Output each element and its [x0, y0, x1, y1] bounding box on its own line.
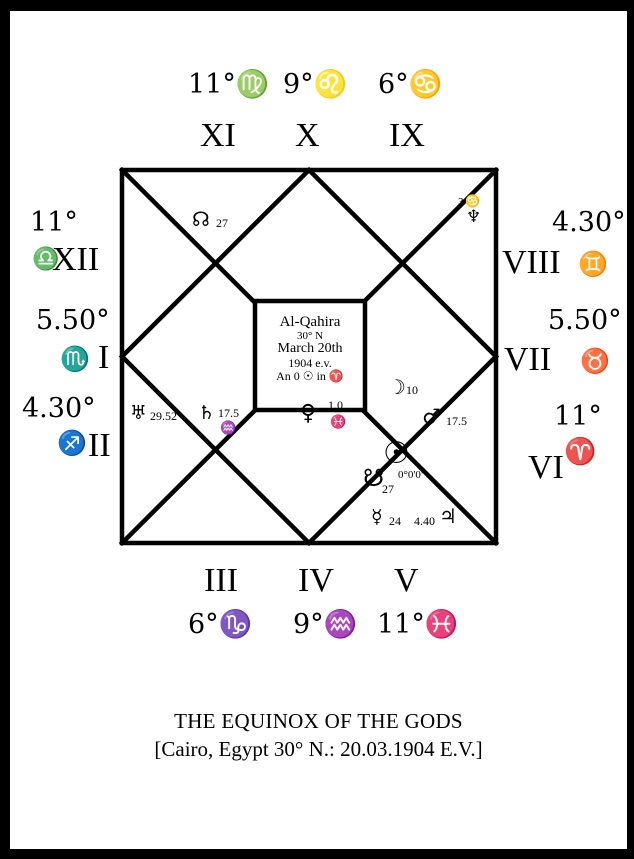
libra-icon: ♎ [32, 247, 60, 272]
house-xi: XI [200, 117, 236, 154]
center-location: Al-Qahira [279, 314, 341, 330]
taurus-icon: ♉ [580, 347, 610, 375]
inner-diamond [118, 166, 500, 547]
venus-icon: ♀ [300, 401, 317, 426]
cusp-x: 9°♌ [283, 69, 348, 100]
caption-title: THE EQUINOX OF THE GODS [174, 709, 463, 733]
cusp-ii-degree: 4.30° [22, 393, 96, 424]
caption-subtitle: [Cairo, Egypt 30° N.: 20.03.1904 E.V.] [154, 737, 483, 761]
moon-degree: 10 [406, 383, 418, 397]
jupiter-icon: ♃ [439, 504, 457, 528]
venus-degree: 1.0 [328, 398, 343, 412]
cusp-i-degree: 5.50° [36, 305, 110, 336]
house-i: I [98, 339, 110, 376]
saturn-degree: 17.5 [218, 406, 239, 420]
house-v: V [394, 562, 419, 599]
pisces-icon: ♓ [330, 414, 347, 429]
house-vii: VII [504, 341, 552, 378]
center-date: March 20th [277, 341, 343, 357]
center-sun-ingress: An 0 ☉ in ♈ [276, 368, 344, 383]
house-vi: VI [528, 449, 564, 486]
house-ix: IX [389, 117, 425, 154]
aries-icon: ♈ [564, 437, 597, 467]
cusp-v: 11°♓ [377, 609, 459, 640]
uranus-icon: ♅ [130, 402, 148, 424]
sun-degree: 0°0'0" [398, 469, 426, 481]
sagittarius-icon: ♐ [57, 429, 87, 457]
center-box-frame [252, 298, 368, 413]
north-node-degree: 27 [216, 216, 228, 230]
cusp-vii-degree: 5.50° [548, 305, 622, 336]
center-year: 1904 e.v. [288, 355, 332, 370]
mercury-icon: ☿ [371, 506, 383, 528]
south-node-icon: ☋ [363, 464, 385, 492]
house-iv: IV [298, 562, 334, 599]
cancer-icon: ♋ [465, 194, 480, 208]
mars-degree: 17.5 [446, 414, 467, 428]
house-x: X [295, 117, 320, 154]
cusp-iii: 6°♑ [188, 609, 253, 640]
cusp-xi: 11°♍ [188, 69, 270, 100]
chart-diagram [118, 166, 500, 547]
jupiter-degree: 4.40 [414, 514, 435, 528]
south-node-degree: 27 [382, 482, 394, 496]
neptune-icon: ♆ [466, 207, 482, 227]
house-iii: III [204, 562, 238, 599]
house-viii: VIII [502, 244, 561, 281]
house-ii: II [88, 427, 111, 464]
cusp-viii-degree: 4.30° [552, 207, 626, 238]
sun-icon: ☉ [383, 436, 410, 471]
saturn-icon: ♄ [198, 402, 216, 424]
cusp-xii-degree: 11° [30, 207, 78, 238]
chart-center-box: Al-Qahira 30° N March 20th 1904 e.v. An … [255, 301, 365, 410]
page: 11°♍ 9°♌ 6°♋ XI X IX 11° ♎ XII 5.50° ♏ I… [10, 11, 627, 849]
center-latitude: 30° N [296, 329, 324, 342]
house-xii: XII [52, 241, 100, 278]
scorpio-icon: ♏ [60, 345, 90, 373]
cusp-vi-degree: 11° [554, 401, 602, 432]
moon-icon: ☽ [388, 375, 406, 399]
mercury-degree: 24 [389, 514, 401, 528]
uranus-degree: 29.52 [150, 409, 177, 423]
mars-icon: ♂ [422, 405, 441, 429]
aquarius-icon: ♒ [220, 420, 237, 435]
cusp-ix: 6°♋ [378, 69, 443, 100]
gemini-icon: ♊ [578, 250, 608, 278]
cusp-iv: 9°♒ [293, 609, 358, 640]
neptune-degree: 3 [458, 196, 464, 208]
north-node-icon: ☊ [192, 207, 210, 231]
